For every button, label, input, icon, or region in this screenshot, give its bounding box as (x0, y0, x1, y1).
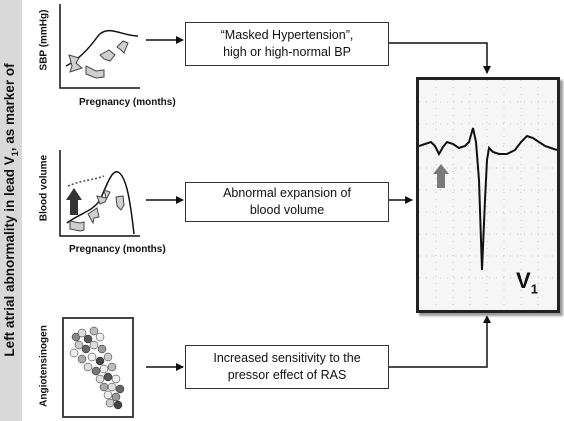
ras-sensitivity-box: Increased sensitivity to the pressor eff… (185, 345, 389, 389)
ecg-v1-panel (416, 77, 560, 313)
ecg-lead-label: V1 (516, 268, 538, 297)
angiotensinogen-label: Angiotensinogen (38, 325, 50, 407)
blood-volume-mini-chart (59, 150, 140, 237)
arrow-box3-to-ecg (388, 315, 491, 368)
bv-arrow-3 (96, 189, 111, 205)
molecule-icon (69, 326, 125, 410)
ecg-trace (418, 80, 558, 310)
blood-volume-box: Abnormal expansion of blood volume (185, 182, 389, 222)
angiotensinogen-molecule-image (62, 317, 134, 418)
sbp-arrow-2 (85, 65, 105, 79)
masked-hypertension-box: “Masked Hypertension”, high or high-norm… (185, 22, 389, 66)
ecg-up-arrow (433, 164, 449, 188)
sbp-mini-chart (59, 4, 140, 89)
blood-volume-xaxis-label: Pregnancy (months) (69, 244, 166, 255)
blood-volume-up-arrow (66, 188, 82, 215)
sbp-arrow-3 (99, 49, 116, 62)
blood-volume-axis-label: Blood volume (38, 154, 50, 222)
bv-arrow-1 (69, 220, 85, 232)
bv-arrow-2 (87, 207, 100, 225)
arrow-box1-to-ecg (388, 42, 491, 74)
sbp-arrow-4 (116, 40, 129, 54)
sbp-arrow-1 (68, 54, 84, 73)
sidebar-band: Left atrial abnormality in lead V1, as m… (0, 0, 22, 421)
sbp-xaxis-label: Pregnancy (months) (79, 97, 176, 108)
bv-arrow-4 (115, 195, 125, 211)
